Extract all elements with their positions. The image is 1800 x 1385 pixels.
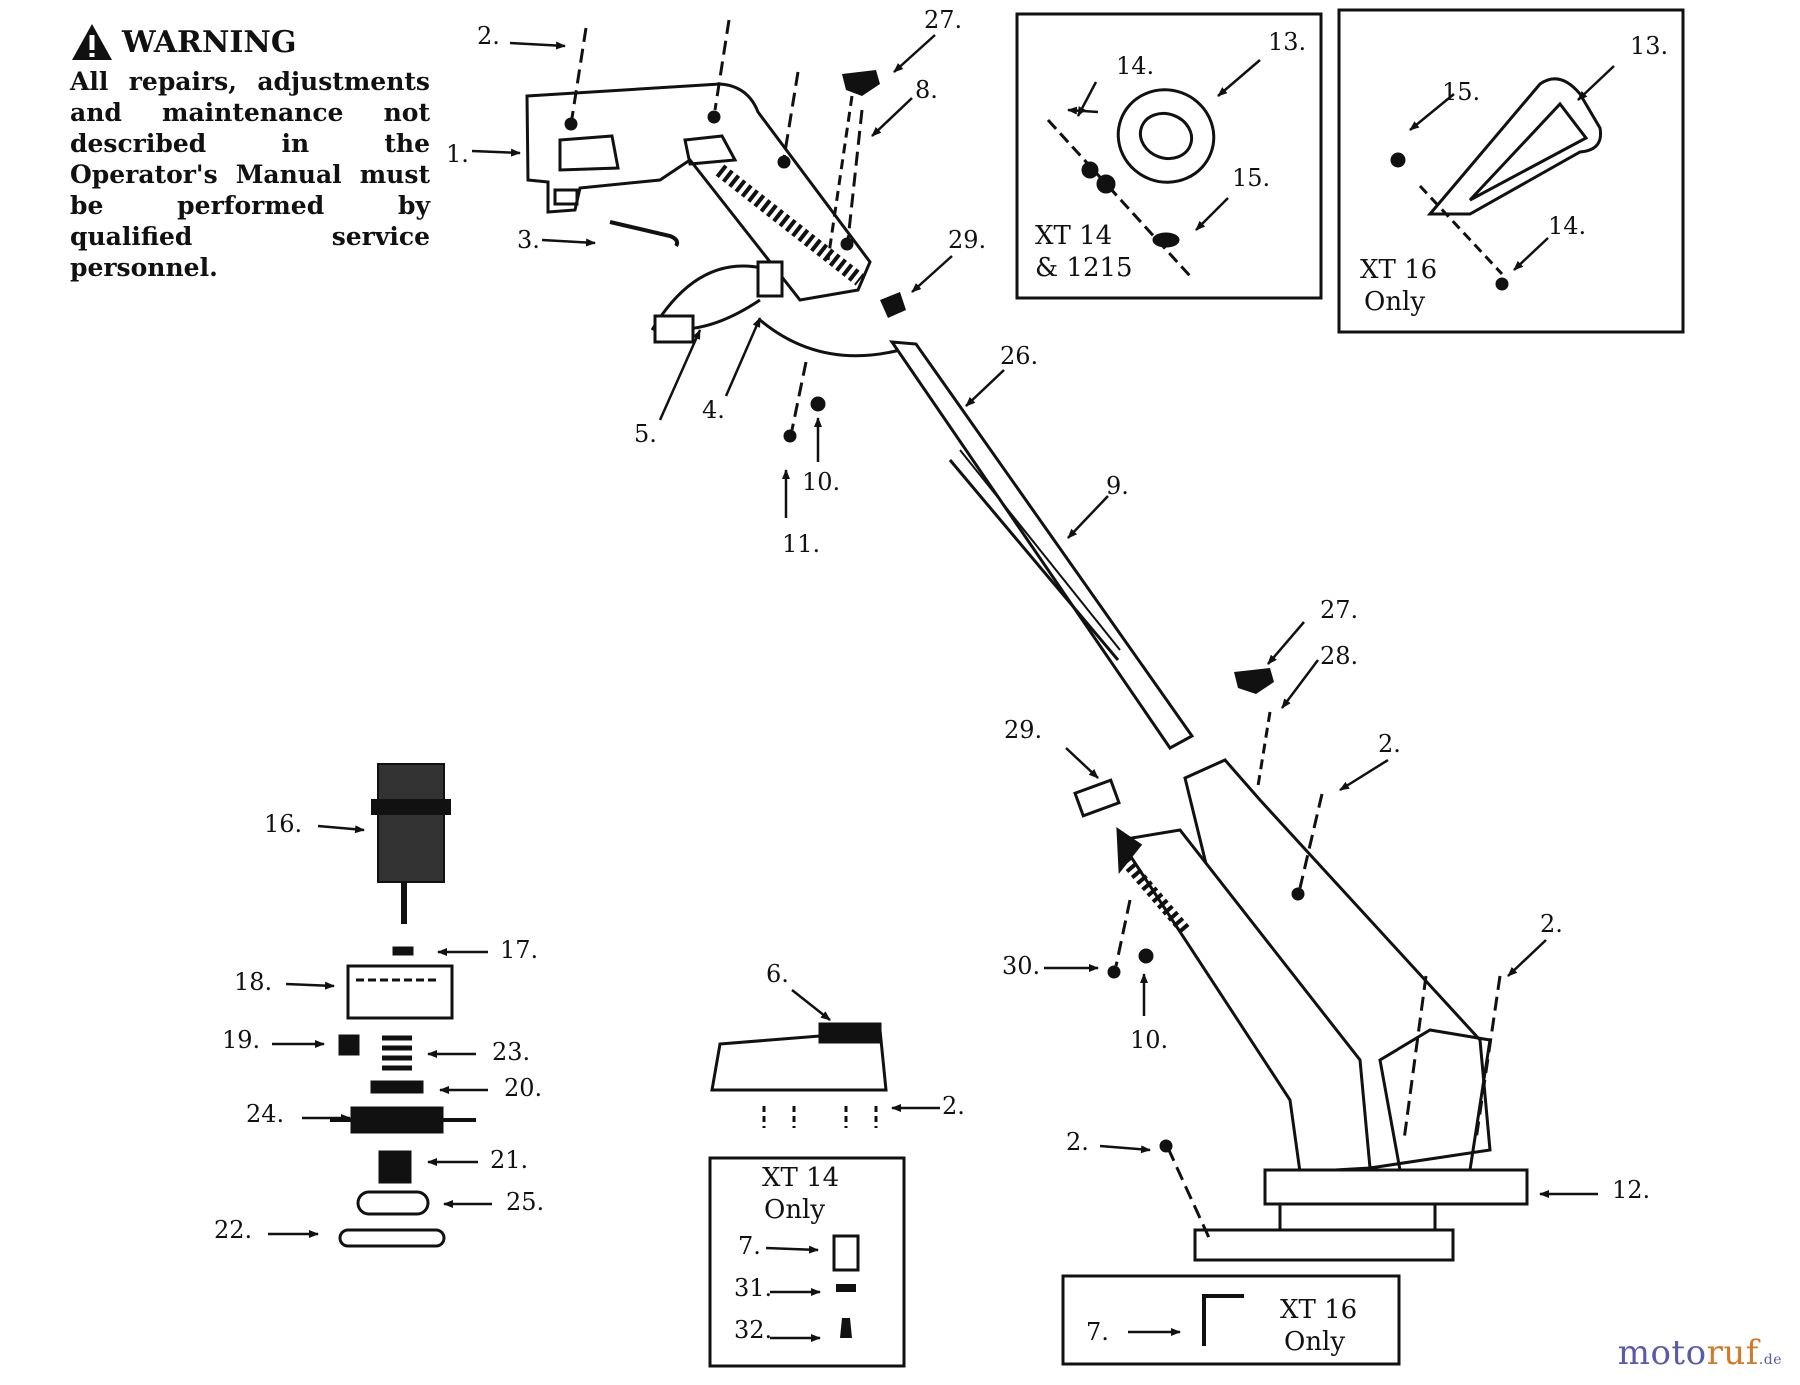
inset-label-xt14-only-line2: Only — [764, 1195, 825, 1225]
inset-xt14-only: XT 14 Only — [708, 1156, 906, 1368]
callout-24: 24. — [246, 1100, 284, 1128]
callout-20: 20. — [504, 1074, 542, 1102]
callout-14a: 14. — [1116, 52, 1154, 80]
lower-bolt-nut — [1107, 899, 1154, 979]
callout-labels: 2. 1. 3. 27. 8. 29. 5. 4. 10. 11. 26. 9.… — [214, 6, 1668, 1346]
switch-trigger — [609, 220, 680, 248]
inset-label-xt14-1215-line2: & 1215 — [1035, 253, 1133, 283]
callout-31: 31. — [734, 1274, 772, 1302]
inset-label-xt14-1215: XT 14 — [1035, 221, 1112, 251]
inset-xt16-bottom: XT 16 Only — [1061, 1274, 1401, 1366]
callout-2d: 2. — [1066, 1128, 1089, 1156]
callout-7b: 7. — [1086, 1318, 1109, 1346]
callout-11: 11. — [782, 530, 820, 558]
inset-label-xt16-top-line2: Only — [1364, 287, 1425, 317]
inset-xt16-top: XT 16 Only — [1337, 8, 1685, 334]
callout-8: 8. — [915, 76, 938, 104]
callout-30: 30. — [1002, 952, 1040, 980]
inset-xt14-1215: XT 14 & 1215 — [1015, 12, 1323, 300]
lock-knob-lower — [1234, 668, 1274, 694]
callout-3: 3. — [517, 226, 540, 254]
warning-text: All repairs, adjustments and maintenance… — [70, 67, 430, 282]
inset-label-xt16-bottom: XT 16 — [1280, 1295, 1357, 1325]
callout-2a: 2. — [477, 22, 500, 50]
cord-clip-lower — [1073, 778, 1121, 818]
callout-13b: 13. — [1630, 32, 1668, 60]
callout-23: 23. — [492, 1038, 530, 1066]
warning-heading: WARNING — [70, 22, 430, 62]
callout-27a: 27. — [924, 6, 962, 34]
callout-27b: 27. — [1320, 596, 1358, 624]
callout-1: 1. — [446, 140, 469, 168]
callout-2e: 2. — [942, 1092, 965, 1120]
callout-29a: 29. — [948, 226, 986, 254]
inset-label-xt16-top: XT 16 — [1360, 255, 1437, 285]
callout-19: 19. — [222, 1026, 260, 1054]
lock-knob-top — [842, 70, 880, 96]
callout-22: 22. — [214, 1216, 252, 1244]
callout-14b: 14. — [1548, 212, 1586, 240]
cord-clip-top — [880, 292, 906, 318]
callout-29b: 29. — [1004, 716, 1042, 744]
shaft-bolt-nut — [783, 361, 826, 443]
callout-15a: 15. — [1232, 164, 1270, 192]
warning-block: WARNING All repairs, adjustments and mai… — [70, 22, 430, 283]
inset-label-xt16-bottom-line2: Only — [1284, 1327, 1345, 1357]
spring — [382, 1035, 412, 1071]
callout-7a: 7. — [738, 1232, 761, 1260]
callout-21: 21. — [490, 1146, 528, 1174]
motor — [371, 763, 451, 924]
callout-2c: 2. — [1540, 910, 1563, 938]
shaft-tube — [888, 340, 1195, 750]
lower-housing — [1116, 758, 1529, 1262]
callout-25: 25. — [506, 1188, 544, 1216]
callout-13a: 13. — [1268, 28, 1306, 56]
watermark-logo: motoruf.de — [1617, 1333, 1782, 1373]
switch-and-cord — [650, 260, 901, 358]
callout-16: 16. — [264, 810, 302, 838]
warning-triangle-icon — [72, 24, 112, 60]
callout-17: 17. — [500, 936, 538, 964]
callout-15b: 15. — [1442, 78, 1480, 106]
callout-18: 18. — [234, 968, 272, 996]
guard — [710, 1022, 888, 1128]
callout-26: 26. — [1000, 342, 1038, 370]
callout-10b: 10. — [1130, 1026, 1168, 1054]
callout-5: 5. — [634, 420, 657, 448]
callout-32: 32. — [734, 1316, 772, 1344]
callout-9: 9. — [1106, 472, 1129, 500]
upper-handle-housing — [525, 82, 872, 302]
callout-2b: 2. — [1378, 730, 1401, 758]
callout-12: 12. — [1612, 1176, 1650, 1204]
housing-screws-lower — [1159, 711, 1502, 1241]
warning-title: WARNING — [122, 24, 297, 60]
callout-6: 6. — [766, 960, 789, 988]
handle-screws-top — [564, 19, 864, 261]
callout-28: 28. — [1320, 642, 1358, 670]
callout-10a: 10. — [802, 468, 840, 496]
callout-4: 4. — [702, 396, 725, 424]
leader-arrows — [268, 34, 1615, 1342]
motor-parts — [330, 946, 476, 1248]
inset-label-xt14-only: XT 14 — [762, 1163, 839, 1193]
